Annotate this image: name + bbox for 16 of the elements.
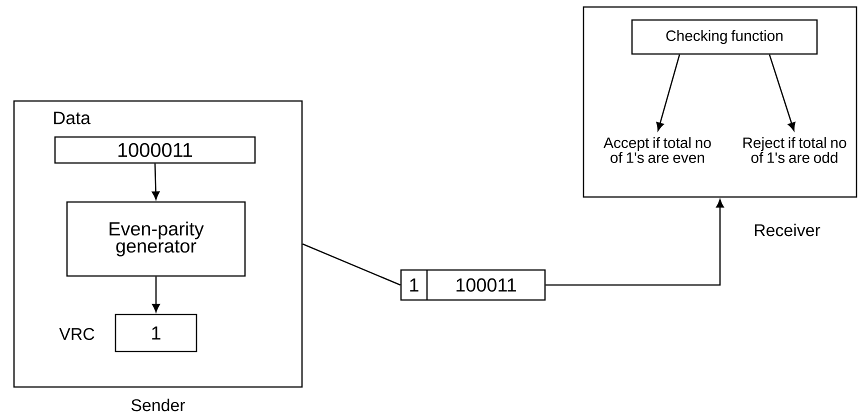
arrow bbox=[546, 199, 724, 286]
data-box: 1000011 bbox=[54, 136, 256, 164]
function-box: Checking function bbox=[631, 19, 818, 55]
node-label: VRC bbox=[59, 328, 94, 340]
receiver-box bbox=[582, 6, 858, 198]
node-label: Sender bbox=[131, 398, 186, 412]
frame-box: 1 100011 bbox=[400, 269, 546, 301]
arrow bbox=[152, 164, 160, 200]
parity-box: 1 bbox=[114, 314, 198, 352]
generator-box: Even-parity generator bbox=[66, 201, 246, 277]
result-text: Reject if total no of 1's are odd bbox=[743, 137, 846, 163]
arrow bbox=[152, 276, 160, 312]
result-text: Accept if total no of 1's are even bbox=[604, 137, 711, 163]
node-label: Receiver bbox=[754, 224, 820, 236]
arrow bbox=[656, 54, 680, 131]
arrow bbox=[768, 54, 796, 131]
